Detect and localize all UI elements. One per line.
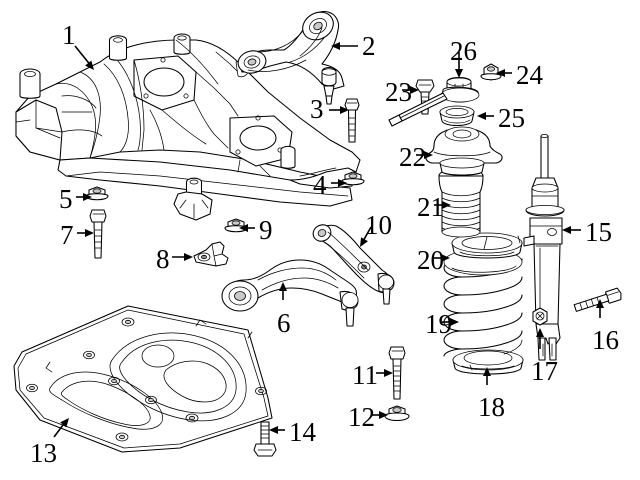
callout-15-strut-shock-absorber-assembly: 15 [585,217,612,247]
callout-5-subframe-mount-nut: 5 [59,184,73,214]
leader-4-arrowhead [338,179,347,187]
leader-25-arrowhead [477,112,486,120]
part-strut-mount-nut [480,63,502,81]
callout-11-long-flange-bolt: 11 [352,360,378,390]
callout-3-upper-control-arm-bolt: 3 [310,94,324,124]
callout-22-strut-mount-bearing: 22 [399,142,426,172]
leader-5-arrowhead [83,193,92,201]
leader-26-arrowhead [455,69,463,78]
callout-25-upper-strut-cap: 25 [498,103,525,133]
part-lower-spring-seat-pad [452,349,524,375]
leader-6-arrowhead [279,282,287,291]
callout-13-engine-splash-shield-undercover: 13 [30,438,57,468]
part-coil-spring [443,248,523,357]
part-splash-shield-bolt [253,421,277,457]
part-upper-control-arm-bolt [344,98,360,143]
part-long-flange-bolt [388,346,406,400]
leader-10-arrowhead [360,237,368,247]
callout-4-flange-nut: 4 [313,170,327,200]
part-subframe-mount-nut [85,186,109,201]
callout-2-upper-control-arm: 2 [362,31,376,61]
part-upper-strut-cap [439,105,475,127]
leader-19-arrowhead [450,318,459,326]
callout-17-strut-clamp-nut: 17 [531,356,558,386]
part-lower-control-arm-tension-strut [221,259,359,327]
leader-1-arrowhead [85,60,94,70]
part-engine-splash-shield-undercover [13,305,273,453]
leader-8-arrowhead [184,253,193,261]
callout-16-strut-to-knuckle-bolt: 16 [592,325,619,355]
part-upper-control-arm [237,11,345,105]
callout-21-bump-stop-dust-boot: 21 [417,192,444,222]
leader-14-arrowhead [269,426,278,434]
callout-6-lower-control-arm-tension-strut: 6 [277,308,291,338]
callout-26-ride-height-sensor-link: 26 [450,36,477,66]
leader-15-arrowhead [562,226,571,234]
leader-18-arrowhead [483,367,491,376]
leader-17-arrowhead [536,328,544,337]
callout-8-mounting-bracket: 8 [156,244,170,274]
callout-7-subframe-mount-bolt: 7 [60,220,74,250]
leader-7-arrowhead [85,229,94,237]
callout-14-splash-shield-bolt: 14 [289,417,316,447]
leader-9-arrowhead [239,224,248,232]
leader-23-arrowhead [410,86,419,94]
part-bump-stop-dust-boot [438,167,484,238]
part-strut-shock-absorber-assembly [523,134,565,361]
leader-2-arrowhead [331,42,340,50]
callout-19-coil-spring: 19 [425,309,452,339]
leader-12-arrowhead [379,411,388,419]
part-strut-clamp-nut [532,307,548,326]
callout-9-ball-joint-nut: 9 [259,215,273,245]
leader-24-arrowhead [496,69,505,77]
part-subframe-mount-bolt [89,209,107,259]
leader-20-arrowhead [441,254,450,262]
callout-20-upper-spring-seat-pad: 20 [417,245,444,275]
callout-12-flange-nut-lower: 12 [348,402,375,432]
callout-10-front-lower-lateral-link: 10 [365,210,392,240]
callout-23-sensor-bracket-bolt: 23 [385,77,412,107]
part-flange-nut [341,171,365,186]
leader-11-arrowhead [384,369,393,377]
leader-13-arrowhead [60,418,69,428]
part-strut-mount-bearing [425,126,503,176]
callout-1-front-suspension-subframe-crossmember: 1 [62,20,76,50]
callout-18-lower-spring-seat-pad: 18 [478,392,505,422]
part-ride-height-sensor-link [388,76,480,127]
leader-3-arrowhead [340,106,349,114]
leader-21-arrowhead [442,201,451,209]
callout-24-strut-mount-nut: 24 [516,60,543,90]
leader-16-arrowhead [596,299,604,308]
part-front-lower-lateral-link [312,224,395,305]
part-strut-to-knuckle-bolt [573,287,622,312]
part-mounting-bracket [193,241,229,267]
leader-22-arrowhead [424,151,433,159]
leader-lines [53,42,604,438]
part-upper-spring-seat-pad [451,232,523,259]
part-flange-nut-lower [384,405,410,422]
